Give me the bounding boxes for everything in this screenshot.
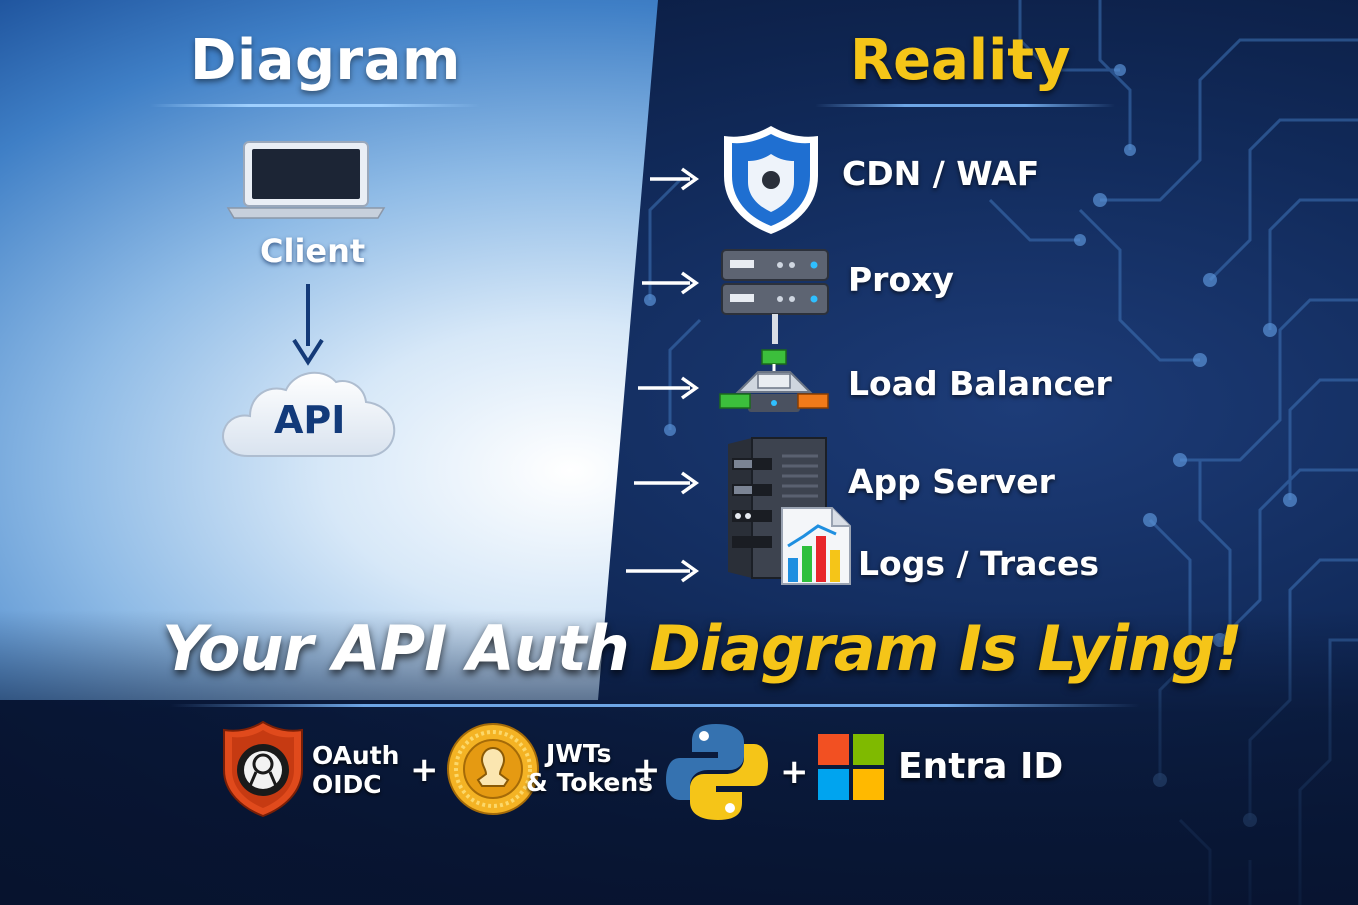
- api-label: API: [274, 398, 346, 442]
- arrow-right-icon: [626, 559, 700, 583]
- oauth-label-line1: OAuth: [312, 741, 400, 770]
- python-logo-icon: [666, 724, 768, 820]
- headline-underline: [170, 704, 1140, 707]
- headline-part2: Diagram Is Lying!: [649, 612, 1242, 685]
- headline: Your API Auth Diagram Is Lying!: [162, 612, 1243, 685]
- plus-sign: +: [410, 750, 439, 790]
- headline-part1: Your API Auth: [162, 612, 650, 685]
- shield-icon: [724, 126, 818, 234]
- laptop-icon: [226, 141, 386, 219]
- layer-label-app-server: App Server: [848, 462, 1055, 501]
- jwt-token-coin-icon: [447, 723, 539, 815]
- proxy-server-icon: [721, 249, 829, 344]
- layer-label-logs-traces: Logs / Traces: [858, 544, 1100, 583]
- reality-heading: Reality: [850, 28, 1071, 93]
- arrow-right-icon: [650, 167, 700, 191]
- oauth-shield-icon: [223, 720, 303, 818]
- reality-heading-underline: [815, 104, 1115, 107]
- arrow-right-icon: [634, 471, 700, 495]
- layer-label-cdn-waf: CDN / WAF: [842, 154, 1040, 193]
- jwt-label-line1: JWTs: [546, 739, 612, 768]
- bar-chart-icon: [781, 507, 851, 585]
- layer-label-load-balancer: Load Balancer: [848, 364, 1112, 403]
- jwt-label-line2: & Tokens: [526, 768, 654, 797]
- arrow-right-icon: [642, 271, 700, 295]
- cloud-icon: [222, 371, 396, 457]
- entra-id-label: Entra ID: [898, 746, 1064, 787]
- plus-sign: +: [780, 752, 809, 792]
- diagram-heading-underline: [150, 104, 480, 107]
- oauth-label-line2: OIDC: [312, 770, 382, 799]
- load-balancer-icon: [719, 349, 829, 412]
- arrow-down-icon: [292, 284, 324, 366]
- plus-sign: +: [632, 750, 661, 790]
- layer-label-proxy: Proxy: [848, 260, 954, 299]
- diagram-heading: Diagram: [190, 28, 461, 93]
- client-label: Client: [260, 232, 366, 270]
- microsoft-logo-icon: [818, 734, 884, 800]
- arrow-right-icon: [638, 376, 700, 400]
